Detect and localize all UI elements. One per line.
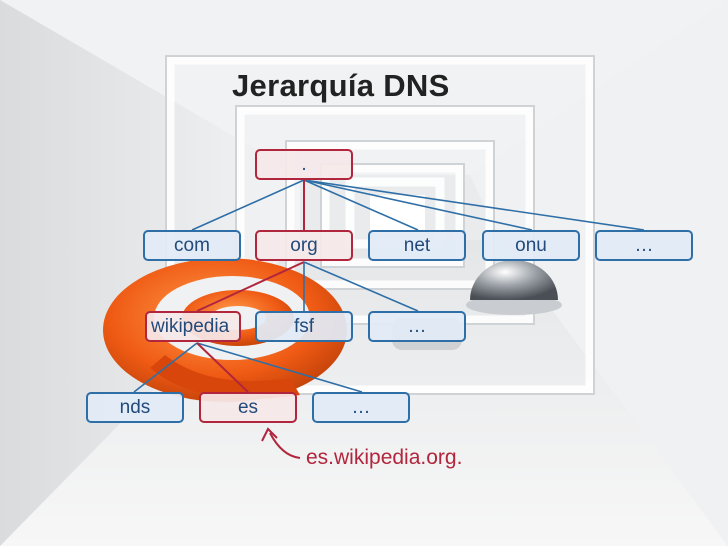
edge-root-net <box>303 179 419 231</box>
node-nds: nds <box>86 392 184 423</box>
edge-root-onu <box>303 179 533 231</box>
edge-wikipedia-nds <box>133 342 198 393</box>
edge-wikipedia-es <box>196 342 249 393</box>
slide-title: Jerarquía DNS <box>232 68 450 103</box>
node-tld-more: … <box>595 230 693 261</box>
fqdn-annotation: es.wikipedia.org. <box>306 446 463 469</box>
node-onu: onu <box>482 230 580 261</box>
edge-org-wikipedia <box>196 261 305 312</box>
node-third-more: … <box>312 392 410 423</box>
arrowhead-icon <box>261 427 278 442</box>
node-wikipedia: wikipedia <box>145 311 241 342</box>
node-root: . <box>255 149 353 180</box>
node-fsf: fsf <box>255 311 353 342</box>
annotation-arrow <box>269 432 301 459</box>
node-net: net <box>368 230 466 261</box>
edge-wikipedia-more <box>196 342 363 393</box>
node-com: com <box>143 230 241 261</box>
edge-root-com <box>191 179 305 231</box>
node-second-more: … <box>368 311 466 342</box>
node-es: es <box>199 392 297 423</box>
edge-org-more <box>303 261 419 312</box>
node-org: org <box>255 230 353 261</box>
edge-root-more <box>303 179 645 231</box>
